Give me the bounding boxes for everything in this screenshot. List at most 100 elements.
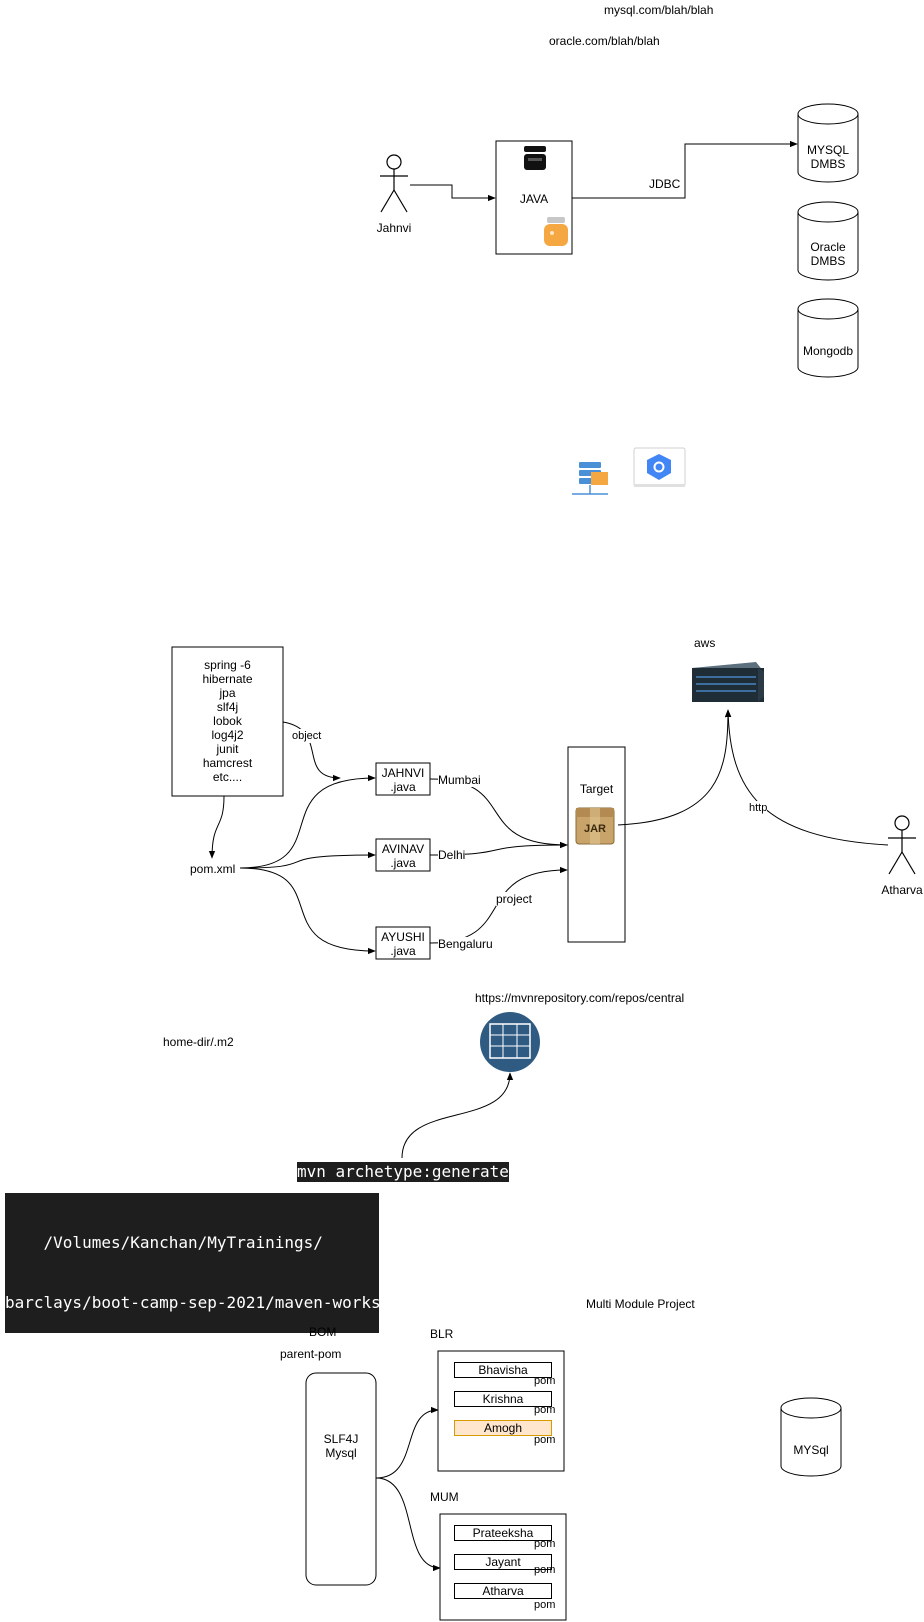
class-box-avinav[interactable] bbox=[375, 838, 431, 872]
city-mumbai-label: Mumbai bbox=[438, 773, 481, 787]
http-label: http bbox=[749, 801, 768, 815]
jdbc-label: JDBC bbox=[649, 177, 681, 191]
maven-path-code: /Volumes/Kanchan/MyTrainings/ barclays/b… bbox=[5, 1193, 381, 1333]
parent-pom-content: SLF4J Mysql bbox=[306, 1432, 376, 1460]
edge-parent-blr[interactable] bbox=[375, 1406, 439, 1479]
db-mysql-line1: MYSQL bbox=[806, 143, 849, 157]
project-label: project bbox=[496, 892, 533, 906]
server-storage-icon bbox=[572, 462, 608, 495]
blr-label: BLR bbox=[430, 1327, 454, 1341]
edge-libs-pom[interactable] bbox=[208, 795, 225, 859]
module-prateeksha[interactable]: Prateeksha bbox=[454, 1525, 552, 1541]
target-label: Target bbox=[579, 782, 614, 796]
edge-mvn-repo[interactable] bbox=[401, 1072, 514, 1159]
edge-pom-ayushi[interactable] bbox=[239, 867, 376, 955]
repo-url-label: https://mvnrepository.com/repos/central bbox=[475, 991, 685, 1005]
parent-pom-box[interactable] bbox=[305, 1372, 377, 1586]
actor-jahnvi-label: Jahnvi bbox=[376, 221, 412, 235]
edge-atharva-aws[interactable] bbox=[724, 709, 889, 846]
db-mysql-bottom-cylinder[interactable] bbox=[780, 1397, 842, 1477]
edge-java-mysql[interactable] bbox=[572, 140, 798, 199]
class-avinav-line1: AVINAV bbox=[381, 842, 425, 856]
actor-atharva-figure[interactable] bbox=[888, 815, 916, 875]
class-box-jahnvi[interactable] bbox=[375, 762, 431, 796]
aws-server-icon bbox=[692, 662, 764, 702]
library-item: slf4j bbox=[216, 700, 239, 714]
library-item: spring -6 bbox=[204, 658, 251, 672]
java-label: JAVA bbox=[519, 192, 549, 206]
db-mysql-cylinder[interactable] bbox=[797, 103, 859, 183]
edge-jahnvi-target[interactable] bbox=[429, 778, 568, 849]
class-ayushi-line1: AYUSHI bbox=[381, 930, 425, 944]
maven-path-line1: /Volumes/Kanchan/MyTrainings/ bbox=[5, 1233, 323, 1252]
pom-label-krishna: pom bbox=[534, 1404, 556, 1416]
jar-file-icon bbox=[575, 807, 615, 845]
oracle-url-label: oracle.com/blah/blah bbox=[549, 34, 660, 48]
pom-label-atharva: pom bbox=[534, 1599, 556, 1611]
module-krishna[interactable]: Krishna bbox=[454, 1391, 552, 1407]
edge-pom-avinav[interactable] bbox=[239, 851, 376, 869]
object-label: object bbox=[292, 729, 322, 743]
edge-pom-jahnvi[interactable] bbox=[239, 774, 376, 869]
module-amogh[interactable]: Amogh bbox=[454, 1420, 552, 1436]
db-mysql-label: MYSQL DMBS bbox=[798, 143, 858, 171]
bom-label: BOM bbox=[309, 1325, 337, 1339]
library-item: hibernate bbox=[202, 672, 253, 686]
library-item: junit bbox=[216, 742, 239, 756]
library-item: etc.... bbox=[212, 770, 243, 784]
class-avinav-label: AVINAV .java bbox=[376, 842, 430, 870]
edge-parent-mum[interactable] bbox=[375, 1477, 441, 1572]
actor-jahnvi-figure[interactable] bbox=[380, 154, 408, 213]
pom-label-bhavisha: pom bbox=[534, 1375, 556, 1387]
class-jahnvi-label: JAHNVI .java bbox=[376, 766, 430, 794]
module-jayant[interactable]: Jayant bbox=[454, 1554, 552, 1570]
honey-jar-icon bbox=[544, 217, 568, 246]
db-mysql-line2: DMBS bbox=[810, 157, 846, 171]
library-item: hamcrest bbox=[202, 756, 253, 770]
db-oracle-label: Oracle DMBS bbox=[798, 240, 858, 268]
city-bengaluru-label: Bengaluru bbox=[438, 937, 493, 951]
pom-label-amogh: pom bbox=[534, 1434, 556, 1446]
library-item: lobok bbox=[213, 714, 242, 728]
parent-line1: SLF4J bbox=[323, 1432, 359, 1446]
class-box-ayushi[interactable] bbox=[375, 926, 431, 960]
edge-jahnvi-java[interactable] bbox=[410, 184, 496, 202]
class-ayushi-label: AYUSHI .java bbox=[376, 930, 430, 958]
db-mongodb-cylinder[interactable] bbox=[797, 298, 859, 378]
db-mysql-bottom-label: MYSql bbox=[793, 1443, 829, 1457]
module-atharva[interactable]: Atharva bbox=[454, 1583, 552, 1599]
pom-label-prateeksha: pom bbox=[534, 1538, 556, 1550]
mysql-url-label: mysql.com/blah/blah bbox=[604, 3, 714, 17]
maven-path-line2: barclays/boot-camp-sep-2021/maven-works bbox=[5, 1293, 381, 1312]
home-dir-label: home-dir/.m2 bbox=[163, 1035, 234, 1049]
pom-xml-label: pom.xml bbox=[190, 862, 236, 876]
db-mongodb-label: Mongodb bbox=[802, 344, 854, 358]
actor-atharva-label: Atharva bbox=[881, 883, 923, 897]
class-ayushi-line2: .java bbox=[390, 944, 416, 958]
gcp-icon bbox=[633, 447, 686, 487]
pom-label-jayant: pom bbox=[534, 1564, 556, 1576]
library-item: log4j2 bbox=[211, 728, 244, 742]
db-oracle-line1: Oracle bbox=[810, 240, 846, 254]
class-jahnvi-line1: JAHNVI bbox=[381, 766, 425, 780]
repository-icon bbox=[480, 1012, 540, 1072]
city-delhi-label: Delhi bbox=[438, 848, 466, 862]
edge-libs-jahnvi[interactable] bbox=[282, 721, 341, 782]
module-bhavisha[interactable]: Bhavisha bbox=[454, 1362, 552, 1378]
db-oracle-cylinder[interactable] bbox=[797, 201, 859, 281]
multi-module-title: Multi Module Project bbox=[586, 1297, 695, 1311]
library-item: jpa bbox=[219, 686, 236, 700]
parent-line2: Mysql bbox=[325, 1446, 357, 1460]
class-avinav-line2: .java bbox=[390, 856, 416, 870]
edge-target-aws[interactable] bbox=[617, 709, 732, 826]
jar-icon-label: JAR bbox=[583, 823, 606, 835]
libraries-box[interactable] bbox=[171, 646, 284, 797]
mum-label: MUM bbox=[430, 1490, 459, 1504]
edge-ayushi-target[interactable] bbox=[429, 866, 568, 944]
parent-pom-label: parent-pom bbox=[280, 1347, 342, 1361]
jar-container-icon bbox=[524, 146, 546, 170]
db-oracle-line2: DMBS bbox=[810, 254, 846, 268]
class-jahnvi-line2: .java bbox=[390, 780, 416, 794]
aws-label: aws bbox=[694, 636, 716, 650]
